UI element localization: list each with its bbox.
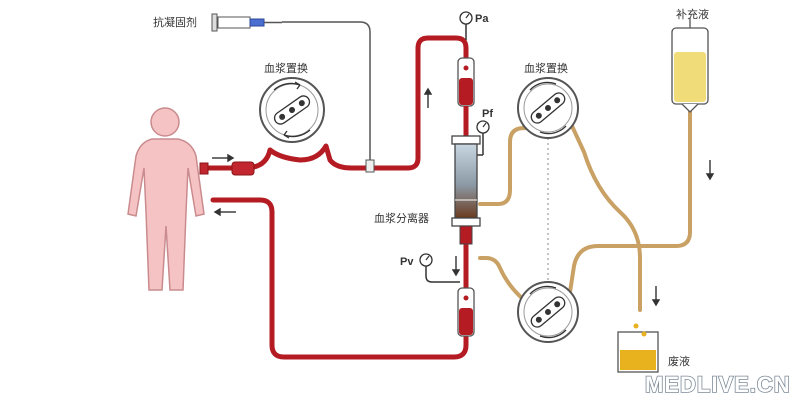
anticoagulant-line xyxy=(282,21,371,162)
plasma-exchange-left-label: 血浆置换 xyxy=(264,61,308,75)
pv-gauge xyxy=(419,253,460,283)
plasma-exchange-right-label: 血浆置换 xyxy=(524,61,568,75)
watermark: MEDLIVE.CN xyxy=(645,372,791,397)
access-connector xyxy=(199,162,209,175)
plasma-pump-top xyxy=(517,77,579,139)
waste-container xyxy=(617,323,659,373)
flow-arrows xyxy=(212,87,715,307)
plasma-separator xyxy=(451,135,481,245)
plasma-separator-label: 血浆分离器 xyxy=(374,211,429,225)
patient-figure xyxy=(127,107,205,291)
anticoagulant-syringe xyxy=(211,13,282,32)
blood-connector xyxy=(231,161,255,176)
pf-gauge xyxy=(474,120,490,156)
arterial-drip-chamber xyxy=(457,57,475,136)
plasma-circuit xyxy=(478,110,692,312)
replacement-fluid-bag xyxy=(671,18,709,113)
plasma-pump-bottom xyxy=(517,281,579,343)
waste-fluid-label: 废液 xyxy=(668,354,690,368)
pa-gauge xyxy=(459,11,473,40)
arrow-in-icon xyxy=(213,207,236,217)
venous-drip-chamber xyxy=(457,287,475,337)
arrow-down-icon xyxy=(451,256,461,277)
arrow-down-fluid-icon xyxy=(705,160,715,181)
pv-label: Pv xyxy=(400,256,414,268)
arrow-down-waste-icon xyxy=(651,286,661,307)
venous-return-line xyxy=(210,197,469,360)
arrow-out-icon xyxy=(212,153,235,163)
pa-label: Pa xyxy=(475,13,489,25)
anticoagulant-label: 抗凝固剂 xyxy=(153,15,197,29)
anticoagulant-junction xyxy=(365,159,375,173)
arterial-line xyxy=(202,35,469,171)
pf-label: Pf xyxy=(482,108,493,120)
blood-pump xyxy=(259,77,325,143)
arrow-up-icon xyxy=(423,87,433,108)
blood-circuit xyxy=(202,35,469,360)
replacement-fluid-label: 补充液 xyxy=(676,7,709,21)
